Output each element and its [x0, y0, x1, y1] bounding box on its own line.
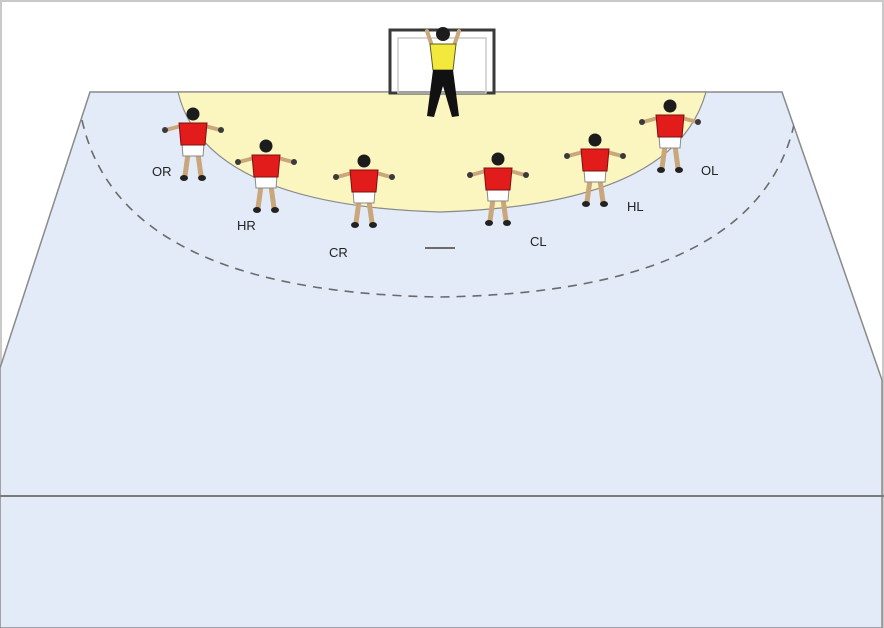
- label-cl: CL: [530, 234, 547, 249]
- free-throw-line: [81, 119, 796, 298]
- defenders: [162, 99, 701, 228]
- defender-ol: [639, 99, 701, 173]
- label-ol: OL: [701, 163, 718, 178]
- label-cr: CR: [329, 245, 348, 260]
- label-or: OR: [152, 164, 172, 179]
- court-surface: [0, 91, 883, 628]
- defender-hr: [235, 139, 297, 213]
- label-hr: HR: [237, 218, 256, 233]
- defender-hl: [564, 133, 626, 207]
- goalkeeper: [425, 27, 461, 117]
- label-hl: HL: [627, 199, 644, 214]
- defender-cr: [333, 154, 395, 228]
- defender-or: [162, 107, 224, 181]
- defender-cl: [467, 152, 529, 226]
